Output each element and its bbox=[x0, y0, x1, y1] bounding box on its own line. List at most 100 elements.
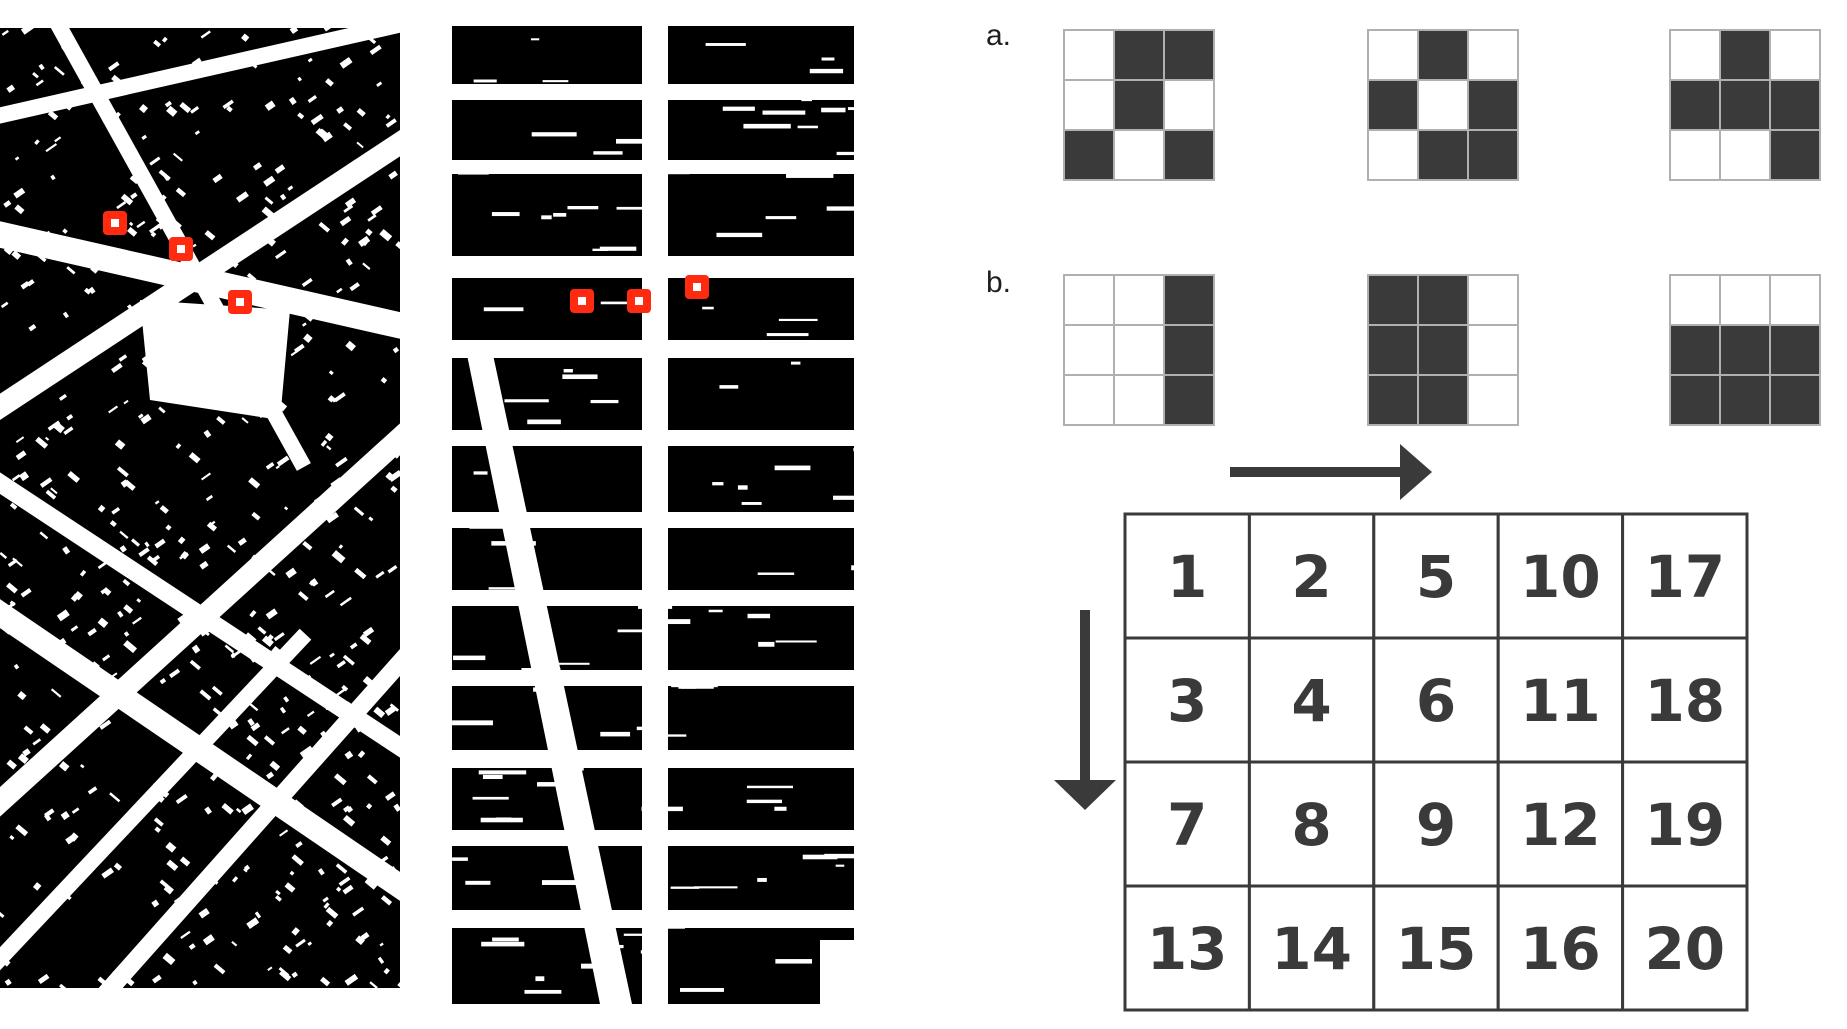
pattern-cell bbox=[1063, 274, 1115, 326]
ordering-number: 18 bbox=[1644, 667, 1725, 735]
pattern-cell bbox=[1367, 324, 1419, 376]
pattern-cell bbox=[1719, 274, 1771, 326]
ordering-number: 10 bbox=[1520, 543, 1601, 611]
pattern-cell bbox=[1719, 29, 1771, 81]
ordering-cell bbox=[1247, 636, 1376, 764]
ordering-number: 6 bbox=[1416, 667, 1456, 735]
rectilinear-street-map bbox=[452, 26, 854, 1004]
pattern-cell bbox=[1669, 324, 1721, 376]
pattern-a-2 bbox=[1367, 29, 1519, 181]
vertical-arrow-icon bbox=[1054, 610, 1116, 810]
pattern-cell bbox=[1769, 374, 1821, 426]
pattern-b-3 bbox=[1669, 274, 1821, 426]
pattern-cell bbox=[1063, 29, 1115, 81]
ordering-cell bbox=[1123, 760, 1251, 888]
marker-3 bbox=[228, 290, 252, 314]
pattern-row-a bbox=[1063, 29, 1821, 181]
ordering-number: 9 bbox=[1416, 791, 1456, 859]
marker-4 bbox=[570, 289, 594, 313]
marker-6 bbox=[685, 275, 709, 299]
pattern-cell bbox=[1769, 274, 1821, 326]
ordering-number: 4 bbox=[1291, 667, 1331, 735]
ordering-cell bbox=[1372, 760, 1500, 888]
pattern-cell bbox=[1367, 374, 1419, 426]
ordering-cell bbox=[1247, 760, 1376, 888]
pattern-cell bbox=[1367, 29, 1419, 81]
pattern-cell bbox=[1367, 274, 1419, 326]
pattern-cell bbox=[1163, 324, 1215, 376]
panel-a-label: a. bbox=[986, 19, 1011, 52]
ordering-number: 16 bbox=[1520, 915, 1601, 983]
pattern-cell bbox=[1467, 129, 1519, 181]
map-a-plaza bbox=[140, 300, 290, 420]
ordering-number: 2 bbox=[1291, 543, 1331, 611]
pattern-cell bbox=[1063, 374, 1115, 426]
pattern-cell bbox=[1417, 324, 1469, 376]
marker-1 bbox=[103, 211, 127, 235]
map-a-streets bbox=[0, 28, 400, 988]
pattern-cell bbox=[1669, 29, 1721, 81]
pattern-cell bbox=[1163, 79, 1215, 131]
map-b-corner-gap bbox=[820, 940, 854, 1004]
pattern-cell bbox=[1113, 324, 1165, 376]
pattern-cell bbox=[1669, 274, 1721, 326]
pattern-cell bbox=[1467, 274, 1519, 326]
ordering-cell bbox=[1372, 884, 1500, 1012]
pattern-cell bbox=[1719, 324, 1771, 376]
ordering-number: 1 bbox=[1167, 543, 1207, 611]
pattern-cell bbox=[1669, 129, 1721, 181]
pattern-cell bbox=[1163, 29, 1215, 81]
pattern-cell bbox=[1113, 274, 1165, 326]
pattern-cell bbox=[1113, 129, 1165, 181]
pattern-cell bbox=[1367, 79, 1419, 131]
ordering-cell bbox=[1621, 636, 1749, 764]
ordering-number: 13 bbox=[1147, 915, 1228, 983]
pattern-cell bbox=[1417, 29, 1469, 81]
pattern-cell bbox=[1719, 79, 1771, 131]
ordering-cell bbox=[1123, 884, 1251, 1012]
pattern-row-b bbox=[1063, 274, 1821, 426]
ordering-number: 11 bbox=[1520, 667, 1601, 735]
pattern-cell bbox=[1367, 129, 1419, 181]
pattern-cell bbox=[1769, 324, 1821, 376]
pattern-cell bbox=[1163, 374, 1215, 426]
pattern-cell bbox=[1417, 374, 1469, 426]
diagonal-street-map bbox=[0, 28, 400, 988]
pattern-cell bbox=[1113, 79, 1165, 131]
pattern-cell bbox=[1163, 274, 1215, 326]
pattern-cell bbox=[1669, 374, 1721, 426]
pattern-cell bbox=[1467, 79, 1519, 131]
pattern-cell bbox=[1719, 374, 1771, 426]
pattern-cell bbox=[1063, 324, 1115, 376]
pattern-cell bbox=[1417, 274, 1469, 326]
map-b-diagonal-avenue bbox=[466, 350, 632, 1004]
pattern-cell bbox=[1769, 129, 1821, 181]
pattern-cell bbox=[1063, 79, 1115, 131]
ordering-number: 14 bbox=[1271, 915, 1352, 983]
ordering-number: 3 bbox=[1167, 667, 1207, 735]
ordering-number: 17 bbox=[1644, 543, 1725, 611]
pattern-cell bbox=[1063, 129, 1115, 181]
location-markers bbox=[103, 211, 709, 314]
marker-5 bbox=[627, 289, 651, 313]
pattern-cell bbox=[1769, 79, 1821, 131]
pattern-a-3 bbox=[1669, 29, 1821, 181]
pattern-cell bbox=[1417, 79, 1469, 131]
pattern-cell bbox=[1467, 324, 1519, 376]
pattern-cell bbox=[1467, 29, 1519, 81]
ordering-number: 12 bbox=[1520, 791, 1601, 859]
pattern-cell bbox=[1719, 129, 1771, 181]
ordering-cell bbox=[1496, 884, 1625, 1012]
pattern-cell bbox=[1769, 29, 1821, 81]
pattern-b-2 bbox=[1367, 274, 1519, 426]
ordering-cell bbox=[1247, 512, 1376, 640]
pattern-b-1 bbox=[1063, 274, 1215, 426]
map-b-streets bbox=[452, 26, 854, 1004]
pattern-cell bbox=[1163, 129, 1215, 181]
ordering-number: 20 bbox=[1644, 915, 1725, 983]
ordering-number: 5 bbox=[1416, 543, 1456, 611]
ordering-number: 15 bbox=[1396, 915, 1477, 983]
pattern-cell bbox=[1113, 29, 1165, 81]
